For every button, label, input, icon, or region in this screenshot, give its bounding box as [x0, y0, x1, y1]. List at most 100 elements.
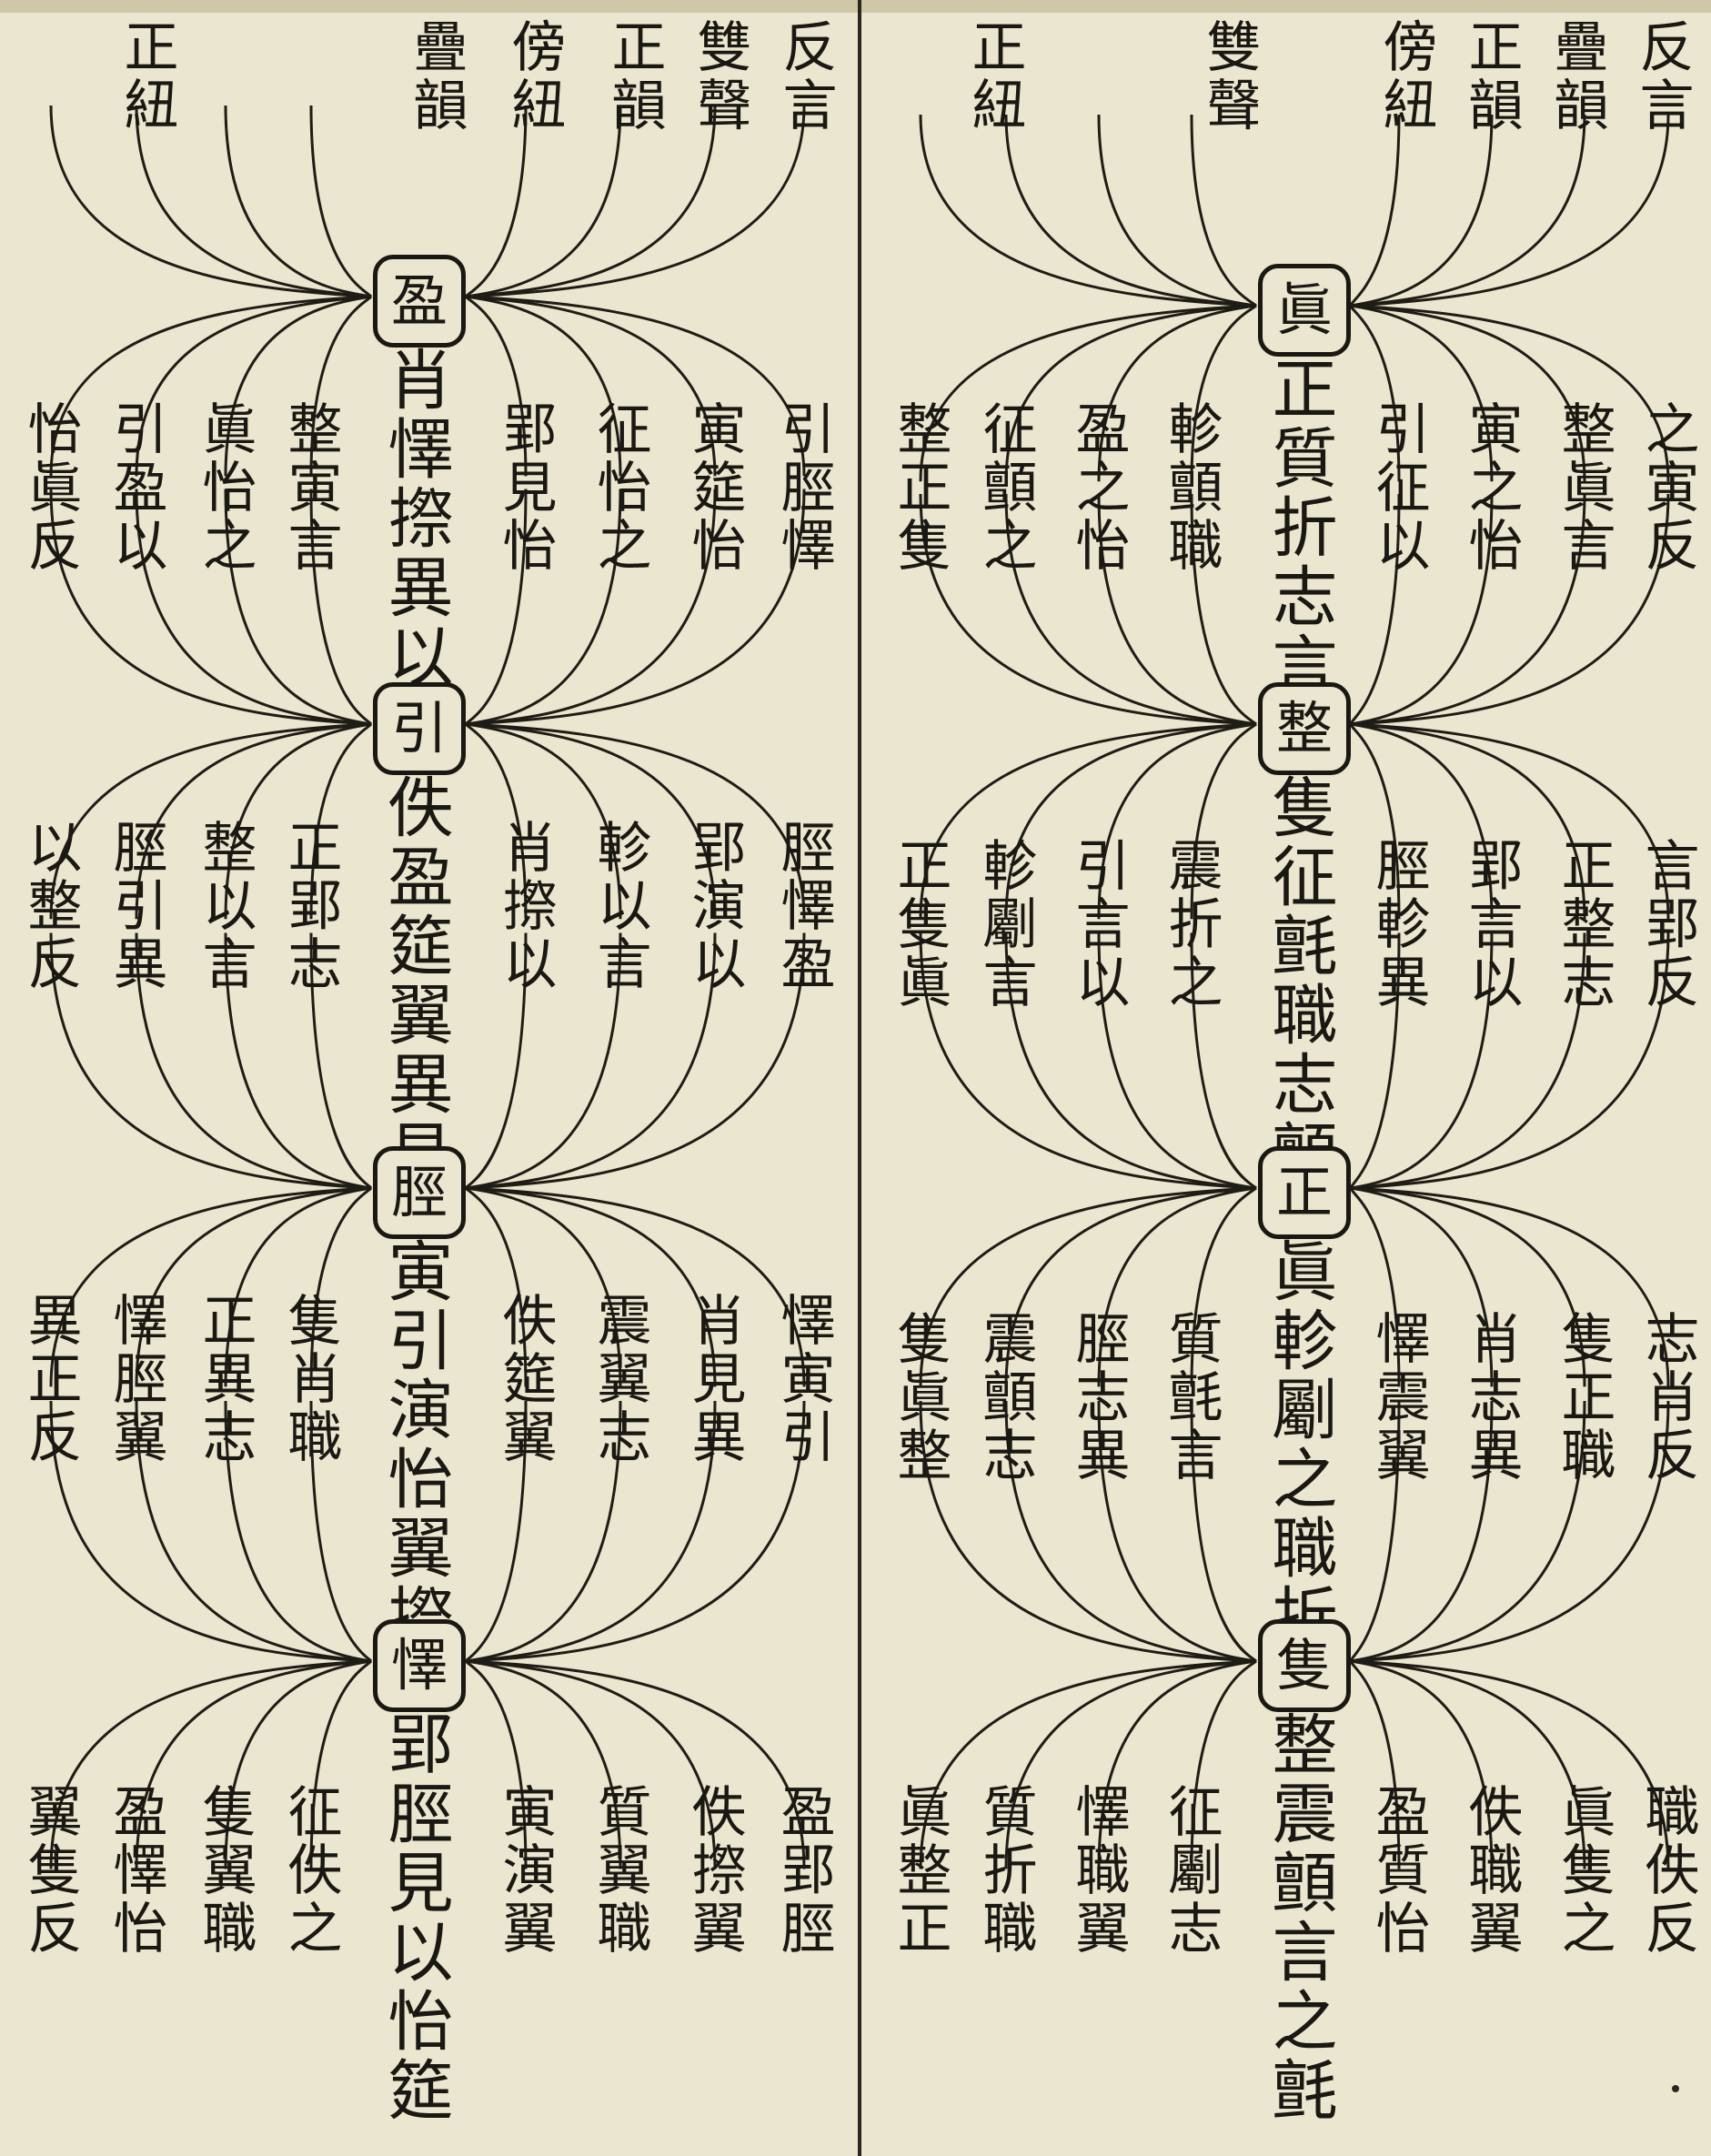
connector-curve [919, 1659, 1257, 1869]
top-label: 正韻 [1459, 18, 1523, 135]
branch-column: 震折之 [1159, 837, 1223, 1012]
connector-curve [465, 932, 806, 1190]
connector-curve [309, 489, 373, 726]
connector-curve [465, 105, 717, 298]
connector-curve [309, 1186, 373, 1387]
connector-curve [465, 1659, 622, 1869]
top-label: 反言 [773, 18, 837, 135]
branch-column: 震翼志 [588, 1292, 651, 1466]
connector-curve [464, 489, 528, 726]
branch-column: 郢演以 [682, 819, 746, 993]
connector-curve [1190, 304, 1257, 482]
branch-column: 脛志異 [1066, 1310, 1130, 1485]
branch-column: 隻眞整 [888, 1310, 951, 1485]
connector-curve [1350, 722, 1670, 920]
connector-curve [49, 489, 372, 726]
connector-curve [465, 722, 622, 920]
connector-curve [1190, 1400, 1257, 1663]
top-label: 傍紐 [1374, 18, 1437, 135]
connector-curve [309, 295, 373, 477]
connector-curve [1097, 1186, 1257, 1387]
connector-curve [919, 722, 1257, 920]
branch-column: 盈質怡 [1366, 1783, 1430, 1958]
connector-curve [1350, 1659, 1586, 1869]
top-label: 疊韻 [404, 18, 468, 135]
connector-curve [1349, 493, 1401, 725]
branch-column: 整寅言 [278, 400, 342, 575]
branch-column: 懌職翼 [1066, 1783, 1130, 1958]
branch-column: 懌脛翼 [104, 1292, 167, 1466]
branch-column: 以整反 [18, 819, 82, 993]
branch-column: 佚職翼 [1459, 1783, 1523, 1958]
connector-curve [1349, 1400, 1401, 1662]
connector-curve [464, 295, 528, 477]
branch-column: 寅筵怡 [682, 400, 746, 575]
center-column: 佚盈筵翼異見 [377, 773, 453, 1188]
connector-curve [1097, 1659, 1257, 1869]
branch-column: 震顫志 [973, 1310, 1037, 1485]
connector-curve [135, 1186, 372, 1387]
branch-column: 言郢反 [1636, 837, 1699, 1012]
connector-curve [1004, 114, 1257, 307]
connector-curve [1190, 722, 1257, 920]
connector-curve [1190, 932, 1257, 1190]
branch-column: 脛懌盈 [771, 819, 835, 993]
connector-curve [224, 295, 372, 477]
connector-curve [224, 1659, 372, 1869]
connector-curve [1350, 1186, 1494, 1387]
connector-curve [224, 1400, 372, 1663]
connector-curve [309, 1400, 373, 1663]
connector-curve [465, 1186, 806, 1387]
top-label: 正紐 [962, 18, 1026, 135]
branch-column: 正整志 [1552, 837, 1615, 1012]
connector-curve [465, 932, 717, 1190]
branch-column: 盈懌怡 [104, 1783, 167, 1958]
connector-curve [1350, 304, 1586, 482]
connector-curve [135, 489, 372, 726]
connector-curve [49, 932, 372, 1190]
branch-column: 隻翼職 [193, 1783, 257, 1958]
branch-column: 寅演翼 [493, 1783, 557, 1958]
branch-column: 寅之怡 [1459, 400, 1523, 575]
connector-curve [465, 105, 622, 298]
connector-curve [1190, 1659, 1257, 1869]
connector-curve [49, 1659, 372, 1869]
branch-column: 征顫之 [973, 400, 1037, 575]
connector-curve [465, 722, 806, 920]
node-char: 正 [1258, 1146, 1351, 1239]
connector-curve [1190, 493, 1257, 726]
connector-curve [1349, 114, 1401, 307]
branch-column: 肖摖以 [493, 819, 557, 993]
connector-curve [135, 295, 372, 477]
connector-curve [309, 105, 373, 298]
connector-curve [919, 1186, 1257, 1387]
connector-curve [465, 489, 806, 726]
connector-curve [465, 489, 622, 726]
connector-curve [465, 1186, 717, 1387]
connector-curve [49, 1186, 372, 1387]
connector-curve [1349, 932, 1401, 1189]
connector-curve [1350, 1186, 1586, 1387]
connector-curve [1350, 304, 1494, 482]
connector-curve [465, 295, 622, 477]
connector-curve [919, 114, 1257, 307]
connector-curve [309, 1659, 373, 1869]
ink-speck [1672, 2085, 1679, 2092]
connector-curve [1004, 932, 1257, 1190]
connector-curve [919, 304, 1257, 482]
node-char: 整 [1258, 682, 1351, 775]
branch-column: 軫以言 [588, 819, 651, 993]
branch-column: 征劚志 [1159, 1783, 1223, 1958]
branch-column: 眞整正 [888, 1783, 951, 1958]
connector-curve [465, 1400, 622, 1663]
connector-curve [1350, 493, 1494, 726]
branch-column: 引言以 [1066, 837, 1130, 1012]
connector-curve [1097, 304, 1257, 482]
connector-curve [464, 1186, 528, 1387]
branch-column: 正郢志 [278, 819, 342, 993]
branch-column: 脛軫異 [1366, 837, 1430, 1012]
node-char: 盈 [373, 255, 466, 348]
connector-curve [1349, 1660, 1401, 1869]
connector-curve [1350, 304, 1670, 482]
branch-column: 肖志異 [1459, 1310, 1523, 1485]
